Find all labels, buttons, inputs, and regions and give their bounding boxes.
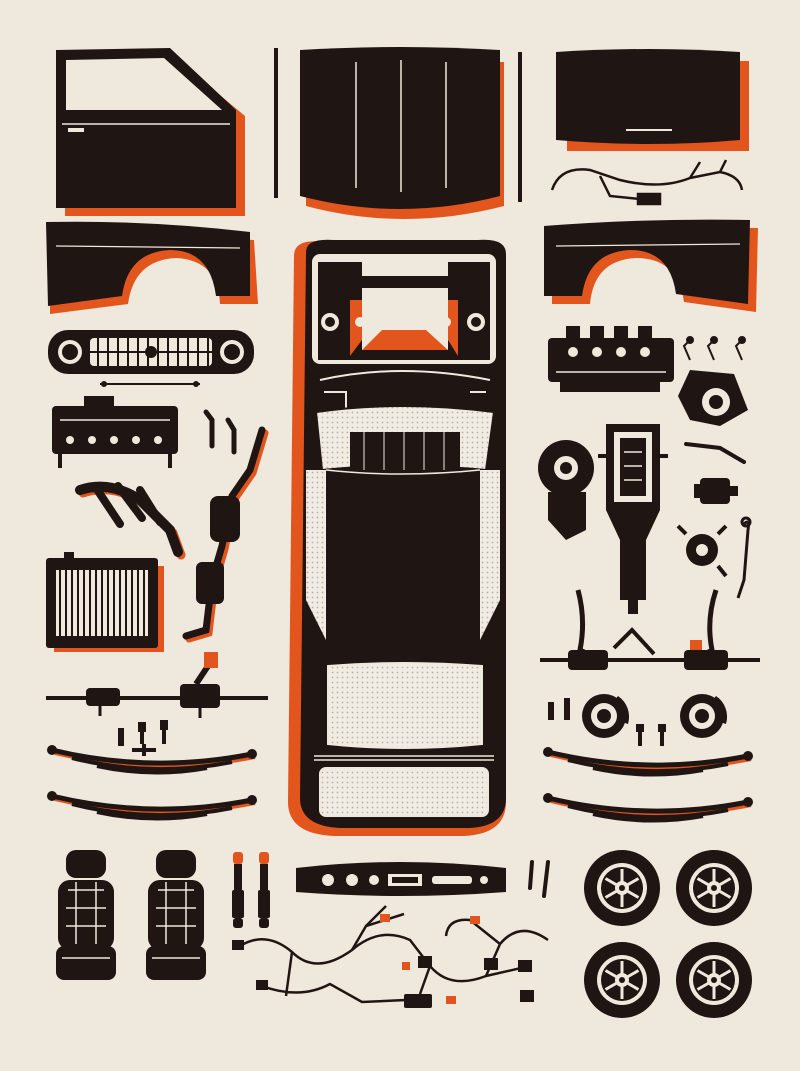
wiring-connectors-icon: [232, 914, 534, 1008]
dashboard-icon: [296, 862, 506, 896]
trunk-lid-icon: [556, 49, 749, 151]
fender-icon: [544, 219, 758, 312]
exhaust-pipe-icon: [182, 426, 269, 643]
spark-plug-wires-icon: [682, 336, 746, 361]
fastener-icon: [548, 698, 666, 746]
wiring-harness-icon: [239, 905, 549, 1004]
exhaust-manifold-icon: [75, 481, 186, 560]
intake-manifold-icon: [548, 326, 674, 392]
hub-icon: [678, 370, 748, 426]
pump-icon: [694, 478, 738, 504]
gearbox-icon: [598, 424, 668, 614]
steering-rack-icon: [46, 652, 268, 718]
fastener-icon: [118, 720, 168, 756]
hub-icon: [676, 524, 728, 578]
cylinder-head-icon: [52, 396, 178, 468]
sway-link-icon: [736, 516, 752, 599]
car-door-icon: [56, 48, 245, 216]
wiring-harness-icon: [550, 159, 744, 206]
linkage-icon: [684, 442, 746, 464]
hood-icon: [300, 47, 504, 219]
suspension-icon: [540, 589, 760, 670]
car-body-icon: [288, 239, 506, 837]
fender-icon: [46, 221, 258, 314]
trim-strip-icon: [274, 48, 522, 202]
grille-icon: [48, 330, 254, 374]
exhaust-pipe-icon: [203, 409, 237, 455]
trim-strip-icon: [100, 381, 200, 387]
radiator-icon: [46, 552, 164, 652]
alternator-icon: [538, 440, 594, 540]
connector-icon: [528, 860, 550, 898]
